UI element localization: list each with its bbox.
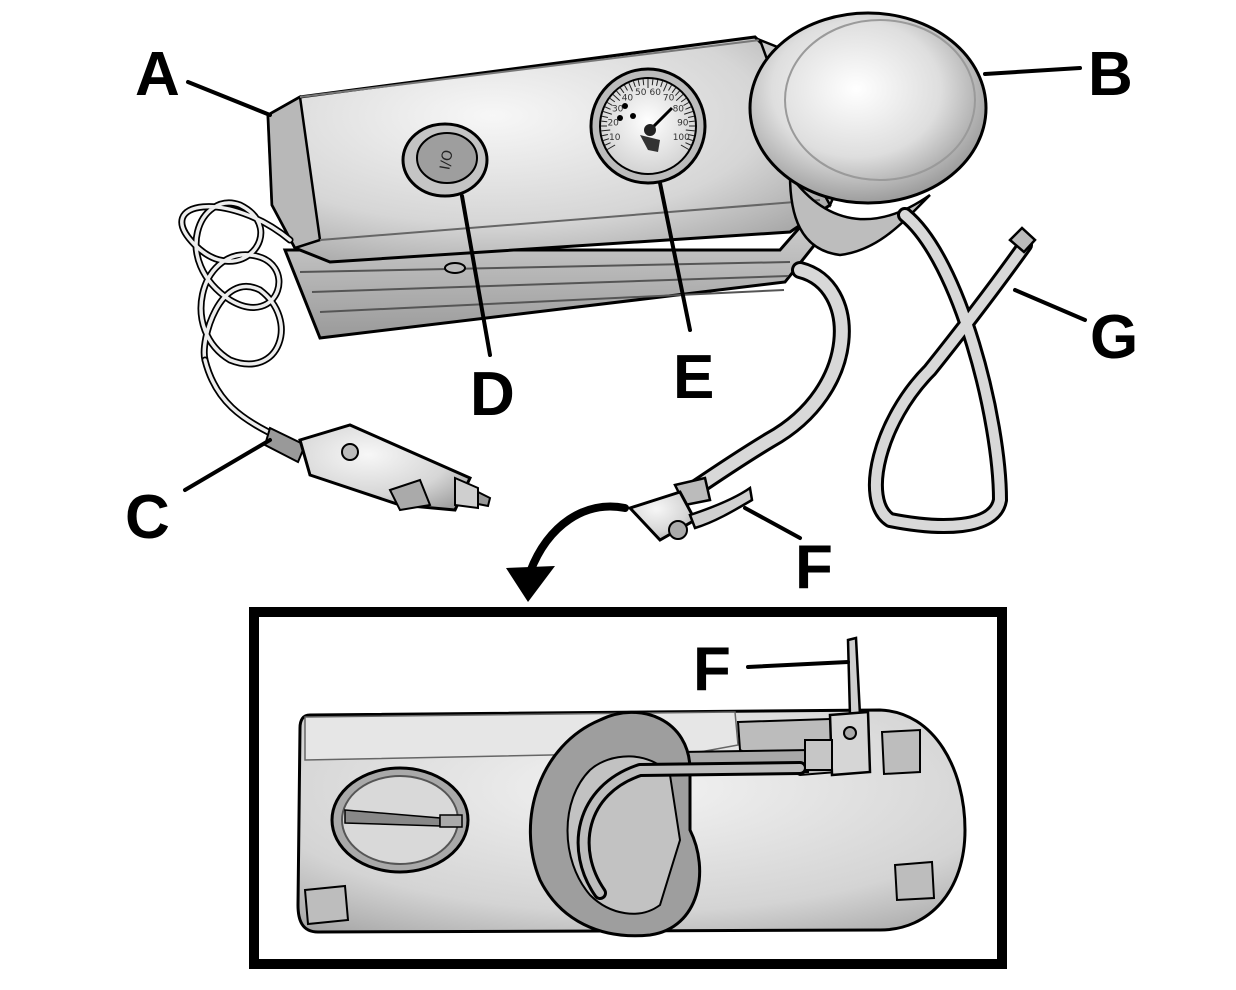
zoom-arrow (506, 502, 629, 602)
gauge-tick (604, 142, 611, 146)
gauge-tick (601, 120, 608, 123)
gauge-tick (607, 102, 613, 106)
air-hose-loop (868, 207, 1037, 534)
gauge-scale-label: 10 (609, 133, 621, 143)
gauge-tick (612, 94, 621, 101)
inset-foot (880, 728, 921, 776)
gauge-scale-label: 40 (622, 94, 634, 104)
gauge-tick (628, 82, 634, 92)
gauge-tick (680, 144, 689, 150)
gauge-scale-label: 30 (612, 105, 624, 115)
callout-labels: A B C D E F G F (125, 40, 1138, 704)
gauge-tick (668, 85, 672, 91)
gauge-tick (624, 85, 628, 91)
air-hose (681, 261, 851, 501)
leader-lines (183, 66, 1087, 669)
gauge-tick (642, 79, 645, 86)
callout-c: C (125, 483, 170, 552)
gauge-tick (685, 129, 695, 132)
gauge-tick (683, 111, 693, 115)
inset-foot (303, 884, 350, 926)
gauge-tick (604, 106, 611, 110)
gauge-tick (651, 79, 654, 86)
gauge-scale-label: 20 (607, 118, 619, 128)
gauge-tick-marks (601, 79, 695, 150)
gauge-tick (637, 79, 640, 86)
gauge-scale-label: 70 (663, 94, 675, 104)
power-cord (178, 199, 307, 464)
inset-foot (893, 860, 936, 902)
gauge-tick (656, 79, 659, 86)
gauge-scale-label: 60 (650, 88, 662, 98)
gauge-tick (685, 106, 692, 110)
gauge-tick (671, 87, 677, 94)
tire-chuck (627, 476, 754, 542)
gauge-tick (601, 129, 611, 132)
callout-a: A (135, 40, 180, 109)
gauge-scale-label: 100 (673, 133, 690, 143)
gauge-tick (609, 97, 616, 103)
inset-underside-view (249, 607, 1007, 969)
gauge-tick (680, 97, 687, 103)
gauge-tick (660, 81, 663, 88)
gauge-tick (607, 144, 616, 150)
callout-e: E (673, 343, 714, 412)
callout-d: D (470, 360, 515, 429)
gauge-tick (675, 90, 680, 96)
gauge-tick (601, 115, 608, 118)
gauge-scale-label: 50 (635, 88, 647, 98)
chuck-lever (688, 485, 754, 530)
gauge-tick (675, 94, 684, 101)
gauge-tick (603, 138, 610, 141)
gauge-tick (601, 134, 608, 137)
callout-f-inset: F (693, 635, 731, 704)
hose-housing-sphere (748, 11, 988, 205)
callout-b: B (1088, 40, 1133, 109)
gauge-tick (688, 120, 695, 123)
gauge-tick (662, 82, 668, 92)
callout-f-main: F (795, 533, 833, 602)
gauge-tick (619, 87, 625, 94)
gauge-tick (685, 142, 692, 146)
gauge-tick (683, 102, 689, 106)
gauge-scale-label: 80 (673, 105, 685, 115)
gauge-tick (686, 138, 693, 141)
gauge-tick (688, 134, 695, 137)
callout-g: G (1090, 303, 1138, 372)
gauge-scale-label: 90 (677, 118, 689, 128)
power-switch: I/O (401, 122, 489, 198)
compressor-body (266, 35, 832, 264)
gauge-tick (633, 81, 636, 88)
power-plug (298, 423, 492, 512)
gauge-tick (688, 115, 695, 118)
gauge-tick (603, 111, 613, 115)
switch-symbol: I/O (437, 149, 456, 171)
gauge-tick (616, 90, 621, 96)
